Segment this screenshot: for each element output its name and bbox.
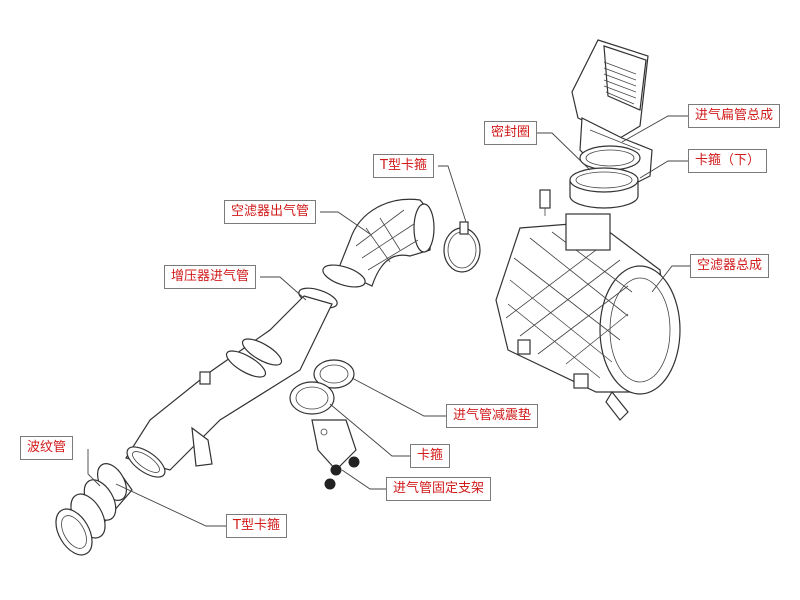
t-clamp-top-drawing <box>443 221 481 273</box>
label-clamp-lower: 卡箍（下） <box>688 149 768 173</box>
label-seal-ring: 密封圈 <box>484 121 538 145</box>
leader-lines <box>87 115 690 527</box>
label-t-clamp-bottom: T型卡箍 <box>226 514 287 538</box>
label-t-clamp-top: T型卡箍 <box>373 154 434 178</box>
label-intake-pipe-bracket: 进气管固定支架 <box>386 477 492 501</box>
intake-pipe-bracket-drawing <box>311 419 360 490</box>
air-filter-assembly-drawing <box>495 213 681 421</box>
label-intake-flat-pipe-assembly: 进气扁管总成 <box>688 104 781 128</box>
label-air-filter-outlet-pipe: 空滤器出气管 <box>224 200 317 224</box>
intake-flat-pipe-assembly-drawing <box>571 39 653 187</box>
corrugated-pipe-drawing <box>55 463 133 556</box>
label-clamp: 卡箍 <box>410 444 451 468</box>
intake-pipe-damping-pad-drawing <box>313 359 355 389</box>
turbo-intake-pipe-drawing <box>125 287 338 478</box>
seal-ring-drawing <box>569 167 639 209</box>
label-air-filter-assembly: 空滤器总成 <box>690 254 770 278</box>
label-intake-pipe-damping-pad: 进气管减震垫 <box>446 404 539 428</box>
pressure-sensor-drawing <box>539 189 551 216</box>
air-filter-outlet-pipe-drawing <box>322 198 435 288</box>
clamp-drawing <box>289 381 335 415</box>
label-corrugated-pipe: 波纹管 <box>20 436 74 460</box>
label-turbo-intake-pipe: 增压器进气管 <box>164 265 257 289</box>
